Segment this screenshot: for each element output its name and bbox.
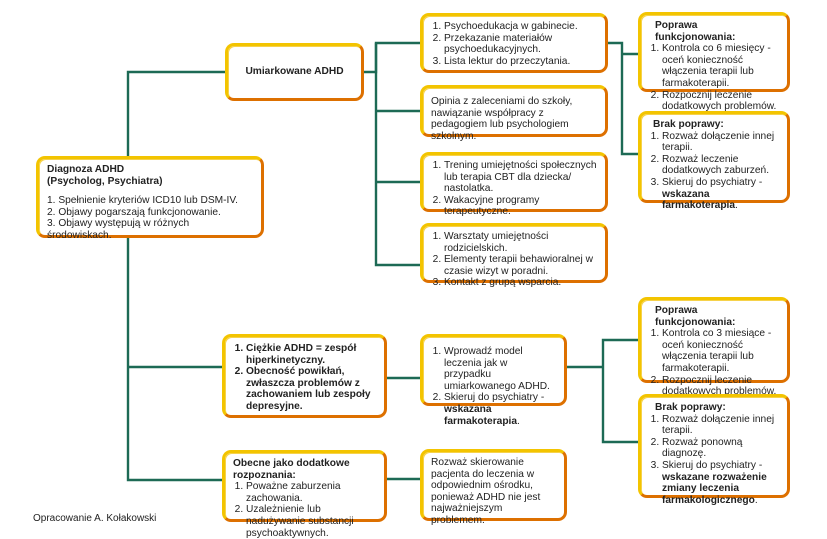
diagnosis-box: Diagnoza ADHD (Psycholog, Psychiatra) Sp… <box>36 156 264 241</box>
moderate-no-improvement-item: Rozważ leczenie dodatkowych zaburzeń. <box>662 154 779 177</box>
comorbid-box: Obecne jako dodatkowe rozpoznania: Poważ… <box>222 450 387 539</box>
psychoeducation-list: Psychoedukacja w gabinecie. Przekazanie … <box>431 21 597 67</box>
moderate-improvement-item: Kontrola co 6 miesięcy - oceń koniecznoś… <box>662 43 779 89</box>
severe-no-improvement-box: Brak poprawy: Rozważ dołączenie innej te… <box>638 394 790 506</box>
comorbid-referral-box: Rozważ skierowanie pacjenta do leczenia … <box>420 449 567 526</box>
psychoeducation-box: Psychoedukacja w gabinecie. Przekazanie … <box>420 13 608 73</box>
severe-adhd-item: Obecność powikłań, zwłaszcza problemów z… <box>246 366 376 412</box>
severe-improvement-item: Rozpocznij leczenie dodatkowych problemó… <box>662 375 779 398</box>
severe-treatment-item: Skieruj do psychiatry - wskazana farmako… <box>444 392 556 427</box>
parents-item: Warsztaty umiejętności rodzicielskich. <box>444 231 597 254</box>
comorbid-item: Poważne zaburzenia zachowania. <box>246 481 376 504</box>
parents-item: Elementy terapii behawioralnej w czasie … <box>444 254 597 277</box>
referral-suffix: . <box>754 494 758 506</box>
diagnosis-criterion: Objawy występują w różnych środowiskach. <box>47 218 253 241</box>
school-box: Opinia z zaleceniami do szkoły, nawiązan… <box>420 85 608 142</box>
referral-emphasis: wskazana farmakoterapia <box>662 188 736 212</box>
psychoeducation-item: Przekazanie materiałów psychoedukacyjnyc… <box>444 33 597 56</box>
link-moderate-mid <box>376 109 420 184</box>
moderate-improvement-title: Poprawa funkcjonowania: <box>655 20 736 43</box>
severe-no-improvement-list: Rozważ dołączenie innej terapii. Rozważ … <box>649 414 779 507</box>
moderate-adhd-box: Umiarkowane ADHD <box>225 43 364 101</box>
link-moderate-spine <box>364 41 420 74</box>
moderate-improvement-item: Rozpocznij leczenie dodatkowych problemó… <box>662 90 779 113</box>
moderate-no-improvement-box: Brak poprawy: Rozważ dołączenie innej te… <box>638 111 790 211</box>
referral-emphasis: wskazana farmakoterapia <box>444 403 518 427</box>
author-credit: Opracowanie A. Kołakowski <box>33 513 157 524</box>
link-severe-outcomes <box>567 338 638 444</box>
parents-box: Warsztaty umiejętności rodzicielskich. E… <box>420 223 608 288</box>
link-diagnosis-severe-comorbid <box>126 238 222 482</box>
link-diagnosis-moderate <box>126 70 225 156</box>
diagnosis-criteria-list: Spełnienie kryteriów ICD10 lub DSM-IV. O… <box>47 195 253 241</box>
psychoeducation-item: Psychoedukacja w gabinecie. <box>444 21 597 33</box>
severe-adhd-box: Ciężkie ADHD = zespół hiperkinetyczny. O… <box>222 334 387 418</box>
referral-text: Skieruj do psychiatry - <box>662 459 763 471</box>
severe-no-improvement-title: Brak poprawy: <box>655 402 726 413</box>
link-moderate-outcomes <box>608 41 638 156</box>
severe-improvement-list: Kontrola co 3 miesiące - oceń koniecznoś… <box>649 328 779 398</box>
parents-item: Kontakt z grupą wsparcia. <box>444 277 597 289</box>
diagnosis-criterion: Objawy pogarszają funkcjonowanie. <box>47 207 253 219</box>
moderate-no-improvement-item: Skieruj do psychiatry - wskazana farmako… <box>662 177 779 212</box>
comorbid-referral-text: Rozważ skierowanie pacjenta do leczenia … <box>431 457 541 526</box>
comorbid-title: Obecne jako dodatkowe rozpoznania: <box>233 458 350 481</box>
parents-list: Warsztaty umiejętności rodzicielskich. E… <box>431 231 597 289</box>
moderate-improvement-box: Poprawa funkcjonowania: Kontrola co 6 mi… <box>638 12 790 112</box>
training-item: Trening umiejętności społecznych lub ter… <box>444 160 597 195</box>
referral-text: Skieruj do psychiatry - <box>662 176 763 188</box>
severe-treatment-box: Wprowadź model leczenia jak w przypadku … <box>420 334 567 427</box>
severe-no-improvement-item: Rozważ dołączenie innej terapii. <box>662 414 779 437</box>
referral-emphasis: wskazane rozważenie zmiany leczenia farm… <box>662 471 767 506</box>
severe-adhd-item: Ciężkie ADHD = zespół hiperkinetyczny. <box>246 343 376 366</box>
psychoeducation-item: Lista lektur do przeczytania. <box>444 56 597 68</box>
severe-adhd-list: Ciężkie ADHD = zespół hiperkinetyczny. O… <box>233 343 376 413</box>
moderate-improvement-list: Kontrola co 6 miesięcy - oceń koniecznoś… <box>649 43 779 113</box>
referral-text: Skieruj do psychiatry - <box>444 392 545 404</box>
training-item: Wakacyjne programy terapeutyczne. <box>444 195 597 218</box>
school-text: Opinia z zaleceniami do szkoły, nawiązan… <box>431 96 573 142</box>
comorbid-item: Uzależnienie lub nadużywanie substancji … <box>246 504 376 539</box>
referral-suffix: . <box>735 200 738 212</box>
moderate-no-improvement-title: Brak poprawy: <box>653 119 724 130</box>
severe-no-improvement-item: Skieruj do psychiatry - wskazane rozważe… <box>662 460 779 506</box>
diagnosis-title: Diagnoza ADHD <box>47 164 125 175</box>
severe-improvement-box: Poprawa funkcjonowania: Kontrola co 3 mi… <box>638 297 790 397</box>
diagnosis-subtitle: (Psycholog, Psychiatra) <box>47 175 163 187</box>
moderate-no-improvement-item: Rozważ dołączenie innej terapii. <box>662 131 779 154</box>
moderate-adhd-label: Umiarkowane ADHD <box>245 66 344 78</box>
diagnosis-criterion: Spełnienie kryteriów ICD10 lub DSM-IV. <box>47 195 253 207</box>
training-box: Trening umiejętności społecznych lub ter… <box>420 152 608 217</box>
comorbid-list: Poważne zaburzenia zachowania. Uzależnie… <box>233 481 376 539</box>
severe-treatment-item: Wprowadź model leczenia jak w przypadku … <box>444 346 556 392</box>
link-moderate-school <box>374 43 420 267</box>
training-list: Trening umiejętności społecznych lub ter… <box>431 160 597 218</box>
severe-improvement-title: Poprawa funkcjonowania: <box>655 305 736 328</box>
referral-suffix: . <box>517 415 520 427</box>
severe-no-improvement-item: Rozważ ponowną diagnozę. <box>662 437 779 460</box>
moderate-no-improvement-list: Rozważ dołączenie innej terapii. Rozważ … <box>649 131 779 212</box>
severe-improvement-item: Kontrola co 3 miesiące - oceń koniecznoś… <box>662 328 779 374</box>
severe-treatment-list: Wprowadź model leczenia jak w przypadku … <box>431 346 556 427</box>
